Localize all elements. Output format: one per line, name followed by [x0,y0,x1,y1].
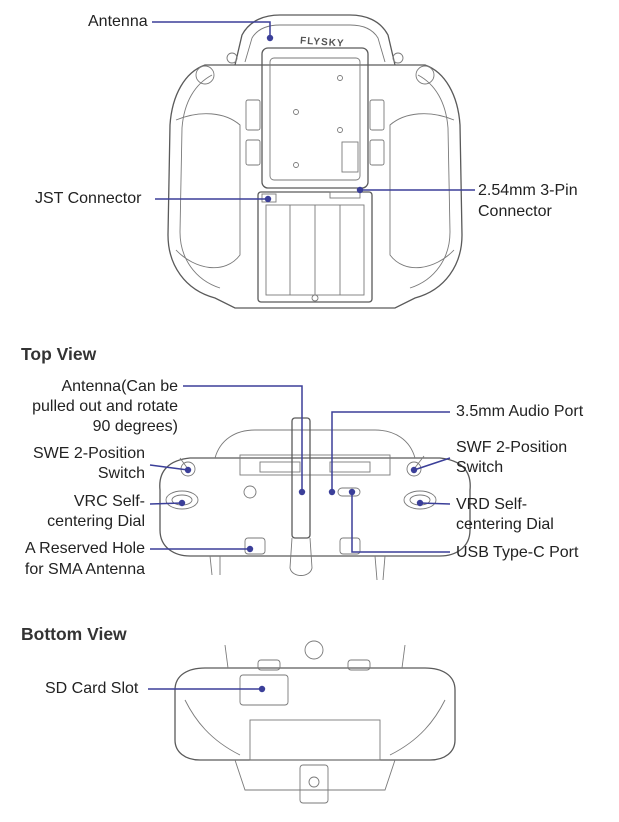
label-vrd-line1: VRD Self- [456,496,528,513]
label-swe-line1: SWE 2-Position [32,445,145,462]
label-antenna: Antenna [88,13,148,30]
brand-logo-text: FLYSKY [299,35,345,50]
back-view-drawing [167,14,463,309]
label-jst-connector: JST Connector [35,190,142,207]
top-view-heading: Top View [21,344,97,364]
bottom-view-heading: Bottom View [21,624,127,644]
label-antenna-line2: pulled out and rotate [32,398,178,415]
label-usb-port: USB Type-C Port [456,544,579,561]
label-swf-line1: SWF 2-Position [456,439,568,456]
label-antenna-line3: 90 degrees) [92,418,178,435]
top-view-drawing [159,417,471,581]
label-pin-connector-line2: Connector [478,203,552,220]
label-swe-line2: Switch [97,465,145,482]
label-vrc-line2: centering Dial [47,513,145,530]
label-sd-card-slot: SD Card Slot [45,680,139,697]
bottom-view-drawing [174,640,456,804]
label-hole-line1: A Reserved Hole [24,540,145,557]
label-vrc-line1: VRC Self- [73,493,145,510]
label-swf-line2: Switch [456,459,504,476]
leader-lines [148,21,475,693]
label-vrd-line2: centering Dial [456,516,554,533]
label-hole-line2: for SMA Antenna [24,561,145,578]
label-audio-port: 3.5mm Audio Port [456,403,584,420]
label-antenna-line1: Antenna(Can be [61,378,178,395]
label-pin-connector-line1: 2.54mm 3-Pin [478,182,578,199]
